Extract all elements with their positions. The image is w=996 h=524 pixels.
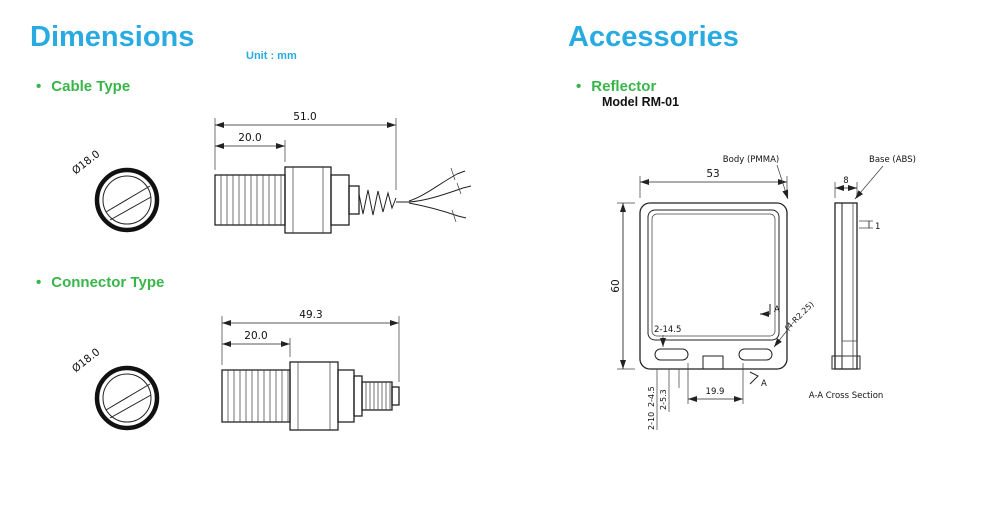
connector-dimensions: 49.3 20.0	[221, 309, 400, 382]
cable-type-heading: • Cable Type	[36, 78, 130, 95]
cross-section-label: A-A Cross Section	[809, 391, 884, 401]
reflector-drawing: A A (4-R2.25) 53 60 2-14.5 19.9	[610, 155, 916, 430]
connector-total-length-dim: 49.3	[299, 309, 322, 321]
mounting-slot-right	[738, 348, 773, 361]
unit-label: Unit : mm	[246, 50, 297, 62]
body-material-label: Body (PMMA)	[723, 155, 779, 165]
bottom-notch	[702, 355, 724, 369]
cable-diameter-label: Ø18.0	[70, 148, 102, 177]
base-material-label: Base (ABS)	[869, 155, 916, 165]
base-thickness-dim: 1	[875, 222, 880, 232]
reflector-front-view	[639, 202, 788, 370]
connector-type-heading: • Connector Type	[36, 274, 164, 291]
dimensions-title: Dimensions	[30, 21, 195, 53]
reflector-label: Reflector	[591, 78, 657, 95]
cable-front-view: Ø18.0	[70, 148, 160, 233]
reflector-side-view	[831, 202, 861, 370]
bullet-icon: •	[36, 274, 42, 291]
bullet-icon: •	[36, 78, 42, 95]
side-view-dimensions: 8 1 Body (PMMA) Base (ABS) A-A Cross Sec…	[723, 155, 916, 401]
dim-c-label: 2-10	[647, 412, 656, 430]
cable-wires	[408, 167, 472, 223]
section-mark-bottom: A	[749, 371, 767, 389]
mounting-slot-left	[654, 348, 689, 361]
reflector-model-label: Model RM-01	[602, 95, 680, 109]
corner-radius-callout: (4-R2.25)	[773, 300, 816, 348]
reflector-heading: • Reflector	[576, 78, 656, 95]
slot-pitch-dim: 19.9	[706, 387, 725, 397]
cable-total-length-dim: 51.0	[293, 111, 316, 123]
connector-diameter-label: Ø18.0	[70, 346, 102, 375]
dim-a-label: 2-4.5	[647, 386, 656, 407]
dim-b-label: 2-5.3	[659, 389, 668, 410]
bullet-icon: •	[576, 78, 582, 95]
mounting-foot	[831, 355, 861, 370]
cable-thread-length-dim: 20.0	[238, 132, 261, 144]
section-letter: A	[774, 305, 780, 315]
cable-side-view	[214, 166, 472, 234]
width-dim: 53	[706, 168, 719, 180]
connector-side-view	[221, 361, 400, 431]
connector-type-label: Connector Type	[51, 274, 165, 291]
section-mark-top: A	[760, 304, 780, 317]
corner-radius-label: (4-R2.25)	[783, 300, 816, 333]
connector-front-view: Ø18.0	[70, 346, 160, 431]
connector-thread-length-dim: 20.0	[244, 330, 267, 342]
connector-type-drawing: Ø18.0 49.3 20.0	[70, 309, 400, 431]
thickness-dim: 8	[843, 176, 848, 186]
section-letter: A	[761, 379, 767, 389]
slots-dim: 2-14.5	[654, 325, 681, 335]
cable-type-drawing: Ø18.0	[70, 111, 472, 234]
accessories-title: Accessories	[568, 21, 739, 53]
cable-dimensions: 51.0 20.0	[214, 111, 397, 190]
reflector-dimensions: 53 60 2-14.5 19.9 2-4.5 2-5.3 2-10	[610, 168, 788, 430]
height-dim: 60	[610, 279, 622, 292]
cable-type-label: Cable Type	[51, 78, 131, 95]
